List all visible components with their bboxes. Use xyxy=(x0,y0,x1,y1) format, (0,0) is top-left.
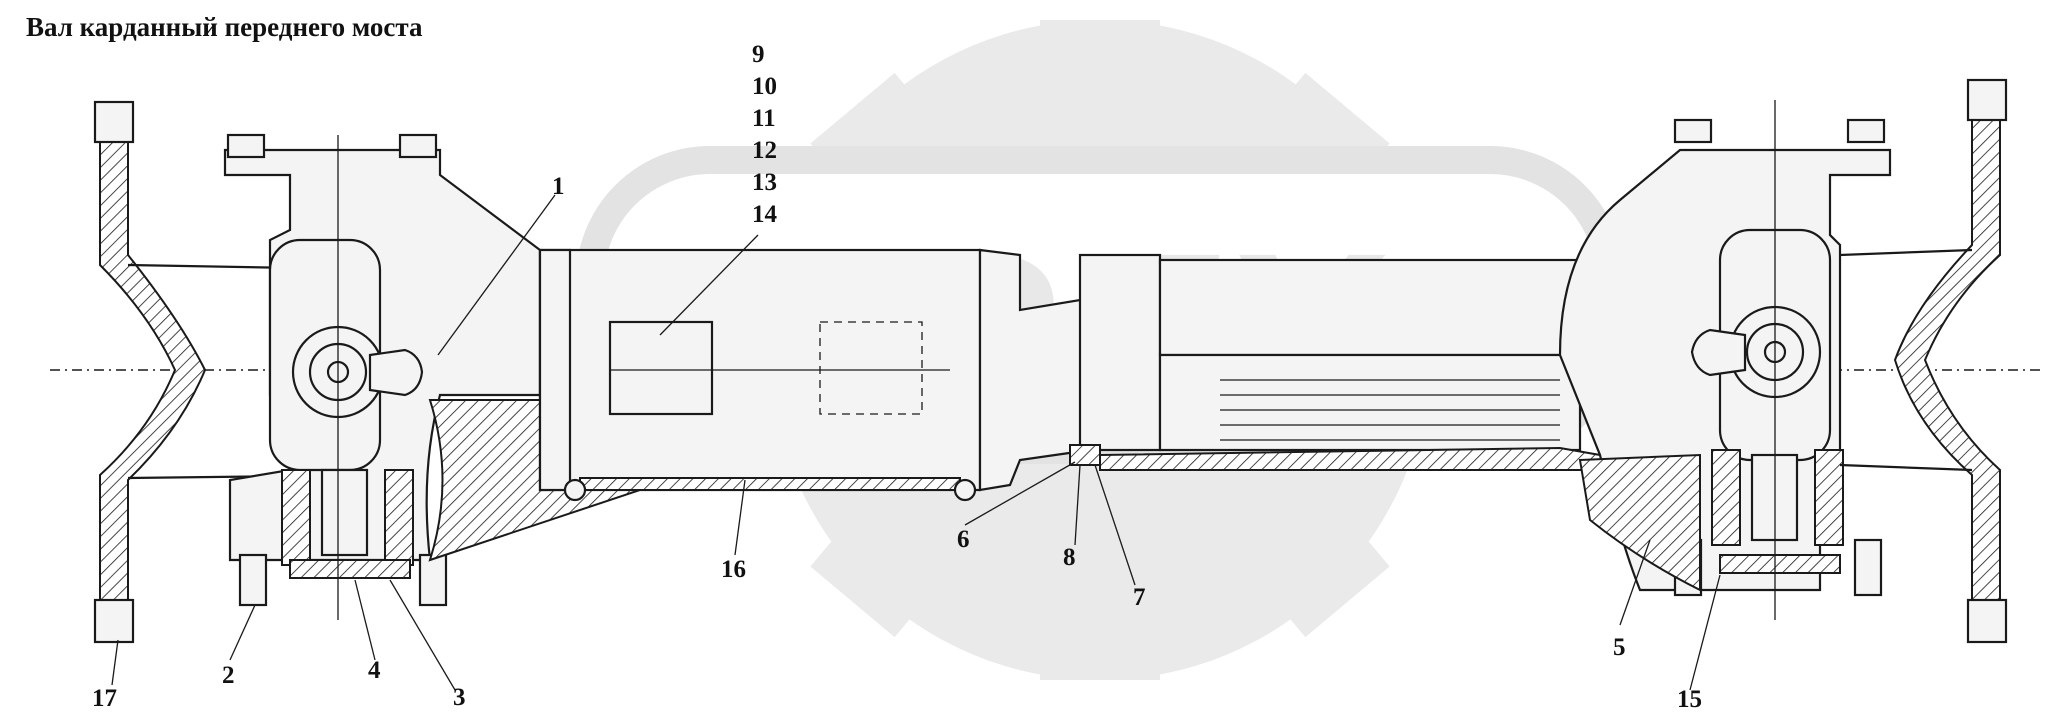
left-flange xyxy=(93,100,296,644)
callout-8: 8 xyxy=(1063,544,1076,571)
leader-lines xyxy=(111,194,1721,691)
callout-3: 3 xyxy=(453,684,466,711)
callout-5: 5 xyxy=(1613,634,1626,661)
callout-4: 4 xyxy=(368,657,381,684)
callout-13: 13 xyxy=(752,169,777,196)
callout-12: 12 xyxy=(752,137,777,164)
right-flange xyxy=(1839,78,2008,644)
left-universal-joint xyxy=(223,133,642,620)
diagram-title: Вал карданный переднего моста xyxy=(26,12,423,42)
callout-7: 7 xyxy=(1133,584,1146,611)
shaft-tube xyxy=(538,248,1092,502)
callout-14: 14 xyxy=(752,201,778,228)
callout-1: 1 xyxy=(552,173,565,200)
callout-9: 9 xyxy=(752,41,765,68)
callout-17: 17 xyxy=(92,685,117,712)
callout-10: 10 xyxy=(752,73,777,100)
callout-2: 2 xyxy=(222,662,235,689)
callout-11: 11 xyxy=(752,105,776,132)
right-universal-joint xyxy=(1558,100,1892,620)
callout-16: 16 xyxy=(721,556,746,583)
callout-15: 15 xyxy=(1677,686,1702,713)
splined-yoke xyxy=(1069,253,1623,471)
callout-6: 6 xyxy=(957,526,970,553)
